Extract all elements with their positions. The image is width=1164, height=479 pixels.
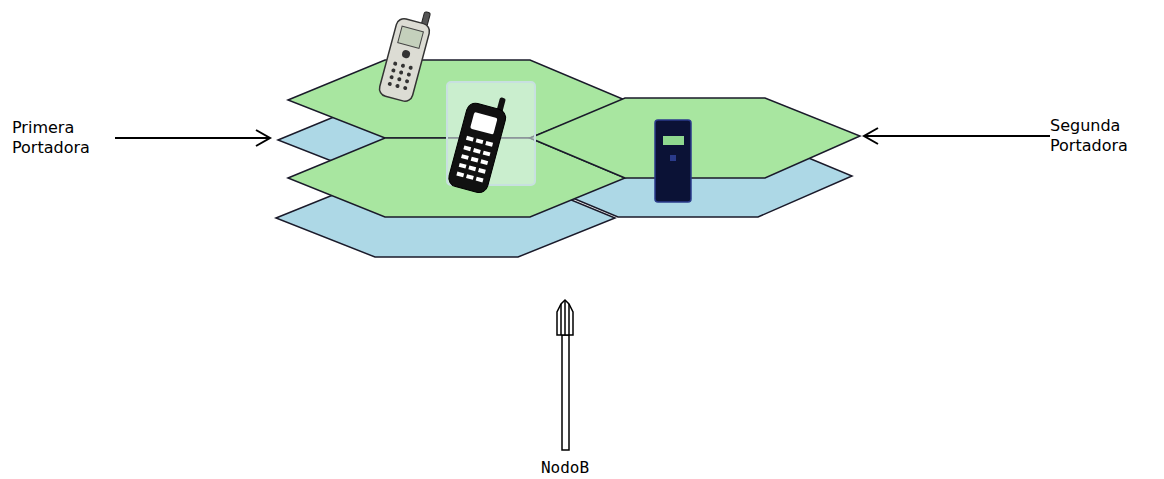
phone-screen [398, 26, 424, 48]
mobile-phone [655, 120, 691, 202]
antenna-symbol [557, 300, 573, 450]
carrier-label: Primera Portadora [12, 118, 122, 158]
phone-screen [663, 136, 684, 145]
mobile-phone [447, 90, 511, 195]
phone-button [401, 49, 411, 59]
carrier-label: Segunda Portadora [1050, 116, 1160, 156]
pointer-arrow [115, 130, 270, 146]
first-carrier-cells [288, 60, 860, 217]
pointer-arrow [864, 128, 1050, 144]
phone-body [655, 120, 691, 202]
hex-cell [530, 98, 860, 178]
phone-keypad [456, 136, 493, 183]
phone-screen [470, 112, 498, 135]
phone-keypad [387, 61, 413, 90]
phone-detail [670, 155, 676, 161]
node-label: NodoB [515, 458, 615, 478]
phone-body [447, 101, 508, 194]
phone-body [378, 17, 432, 103]
mobile-phone [378, 5, 435, 103]
